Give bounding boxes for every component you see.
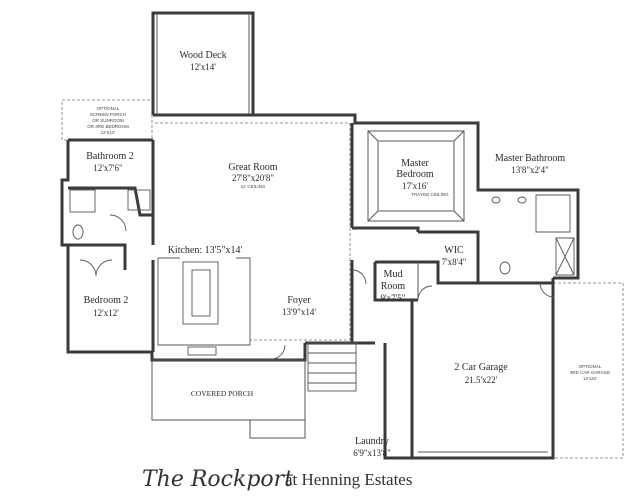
master-bedroom-note: TRAYED CEILING [411, 192, 449, 197]
plan-title-plain: at Henning Estates [285, 470, 412, 489]
optional-note-left-5: 12'X12' [101, 130, 116, 135]
laundry-dims: 6'9"x13'8" [353, 448, 391, 458]
master-bathroom-name: Master Bathroom [495, 153, 565, 164]
garage-left-wall [383, 420, 412, 460]
wood-deck [151, 11, 255, 115]
kitchen-name: Kitchen: 13'5"x14' [168, 245, 243, 256]
bathroom2-fixtures [69, 189, 151, 240]
garage-name: 2 Car Garage [454, 362, 508, 373]
wood-deck-dims: 12'x14' [190, 62, 216, 72]
bedroom2-dims: 12'x12' [93, 308, 119, 318]
mud-room-dims: 9'x7'5" [381, 293, 406, 303]
interior-walls [68, 123, 553, 420]
master-bath-fixtures [491, 194, 575, 276]
great-room-dims: 27'8"x20'8" [232, 173, 274, 183]
great-room-name: Great Room [228, 162, 277, 173]
bathroom2-dims: 12'x7'6" [93, 163, 123, 173]
mud-room-line1: Mud [384, 269, 403, 280]
wic-dims: 7'x8'4" [442, 257, 467, 267]
tray-ceiling [367, 130, 465, 222]
foyer-dims: 13'9"x14' [282, 307, 316, 317]
optional-note-left-3: OR SUNROOM [92, 118, 124, 123]
master-bedroom-line2: Bedroom [396, 169, 433, 180]
optional-note-right-2: 3RD CAR GARAGE [570, 370, 610, 375]
bedroom2-name: Bedroom 2 [84, 295, 129, 306]
bathroom2-name: Bathroom 2 [86, 151, 134, 162]
great-room-outline [155, 122, 351, 341]
plan-title-script: The Rockport [142, 467, 293, 492]
exterior-wall-top [68, 113, 580, 280]
optional-note-left-4: OR 3RD BEDROOM [87, 124, 129, 129]
master-bedroom-dims: 17'x16' [402, 181, 428, 191]
master-bathroom-dims: 13'8"x2'4" [511, 165, 549, 175]
great-room-note: 11' CEILING [241, 184, 266, 189]
kitchen-fixtures [157, 257, 251, 356]
laundry-name: Laundry [355, 436, 389, 447]
covered-porch-name: COVERED PORCH [191, 389, 254, 398]
mud-room-line2: Room [381, 281, 406, 292]
stairs [307, 342, 357, 392]
optional-note-right-1: OPTIONAL [579, 364, 602, 369]
door-swings [79, 214, 555, 360]
optional-note-left-1: OPTIONAL [97, 106, 120, 111]
wic-name: WIC [444, 245, 464, 256]
foyer-name: Foyer [287, 295, 311, 306]
covered-porch [151, 359, 306, 439]
wood-deck-name: Wood Deck [179, 50, 226, 61]
optional-note-right-3: 12'x22' [583, 376, 597, 381]
garage-dims: 21.5'x22' [465, 375, 498, 385]
optional-note-left-2: SCREEN PORCH [90, 112, 126, 117]
master-bedroom-line1: Master [401, 158, 429, 169]
